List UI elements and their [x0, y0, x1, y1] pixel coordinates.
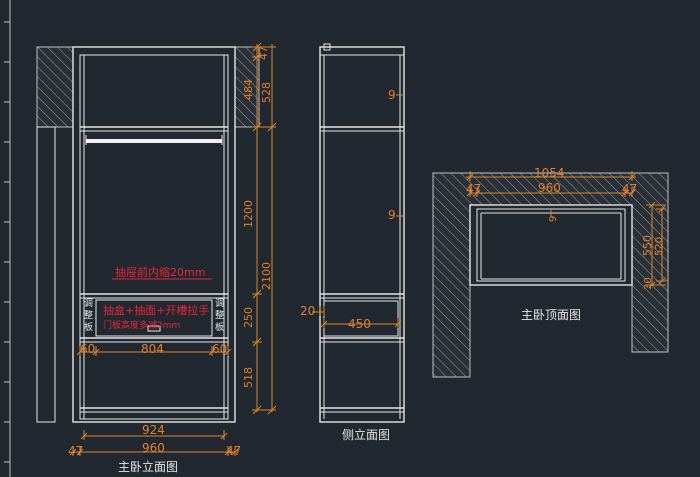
top-dim-520: 520 — [654, 237, 665, 256]
dim-47-bottom-left: 47 — [68, 444, 83, 458]
dim-484: 484 — [242, 79, 255, 100]
dim-60-left: 60 — [80, 342, 95, 356]
front-bottom-dims — [69, 430, 239, 456]
adjust-board-left-3: 板 — [84, 321, 93, 333]
wall-hatch-right — [234, 46, 260, 128]
top-dim-lines — [466, 171, 666, 289]
adjust-board-left-2: 整 — [84, 309, 93, 321]
top-dim-960: 960 — [538, 181, 561, 195]
dim-47-bottom-right: 47 — [226, 444, 241, 458]
dim-804: 804 — [141, 342, 164, 356]
side-dim-marks — [312, 94, 404, 328]
adjust-board-right-1: 调 — [215, 298, 224, 309]
side-dim-9-upper: 9 — [388, 88, 396, 102]
dim-47-top: 47 — [257, 46, 270, 60]
dim-960-front: 960 — [142, 441, 165, 455]
dim-1200: 1200 — [242, 200, 255, 228]
wall-hatch-left — [36, 46, 74, 128]
front-elevation: 47 484 528 1200 2100 250 518 804 60 60 — [36, 42, 277, 474]
dim-2100: 2100 — [260, 262, 273, 290]
cabinet-outer — [72, 46, 236, 423]
top-view-title: 主卧顶面图 — [521, 308, 581, 322]
adjust-board-right-2: 整 — [215, 309, 224, 321]
sheet-border — [4, 0, 11, 477]
adjust-board-right-3: 板 — [215, 321, 224, 333]
dim-60-right: 60 — [212, 342, 227, 356]
cabinet-inner — [79, 54, 229, 420]
drawer-front — [95, 299, 213, 337]
wall-strip-left — [36, 126, 56, 423]
adjust-board-left-1: 调 — [84, 298, 93, 309]
side-elevation: 9 9 20 450 侧立面图 — [300, 43, 405, 442]
side-dim-9-mid: 9 — [388, 208, 396, 222]
note-drawer-inset: 抽屉前内缩20mm — [115, 265, 205, 279]
top-dim-47-right: 47 — [622, 182, 637, 196]
dim-518: 518 — [242, 367, 255, 388]
top-plan-view: 1054 960 47 47 9 550 520 30 主卧顶面图 — [432, 166, 669, 378]
top-dim-550: 550 — [641, 235, 654, 256]
top-dim-9: 9 — [548, 216, 559, 222]
side-dim-20: 20 — [300, 304, 315, 318]
hanging-rod — [86, 139, 222, 143]
front-view-title: 主卧立面图 — [118, 459, 178, 474]
dim-528: 528 — [260, 82, 273, 103]
top-dim-1054: 1054 — [534, 166, 565, 180]
drawer-handle-slot — [147, 325, 161, 332]
top-wall-hatch — [432, 172, 669, 378]
front-vertical-dims — [252, 42, 277, 415]
top-dim-47-left: 47 — [466, 182, 481, 196]
top-cabinet-outer — [469, 204, 633, 286]
note-drawer-line1: 抽盒+抽面+开槽拉手 — [103, 303, 209, 317]
note-drawer-line2: 门板高度多减2mm — [103, 319, 180, 331]
top-dim-30: 30 — [643, 277, 654, 290]
dim-250: 250 — [242, 307, 255, 328]
front-inner-dim-line — [76, 346, 232, 356]
side-dim-450: 450 — [348, 317, 371, 331]
side-outer — [319, 46, 405, 423]
dim-924: 924 — [142, 423, 165, 437]
side-view-title: 侧立面图 — [342, 427, 390, 442]
